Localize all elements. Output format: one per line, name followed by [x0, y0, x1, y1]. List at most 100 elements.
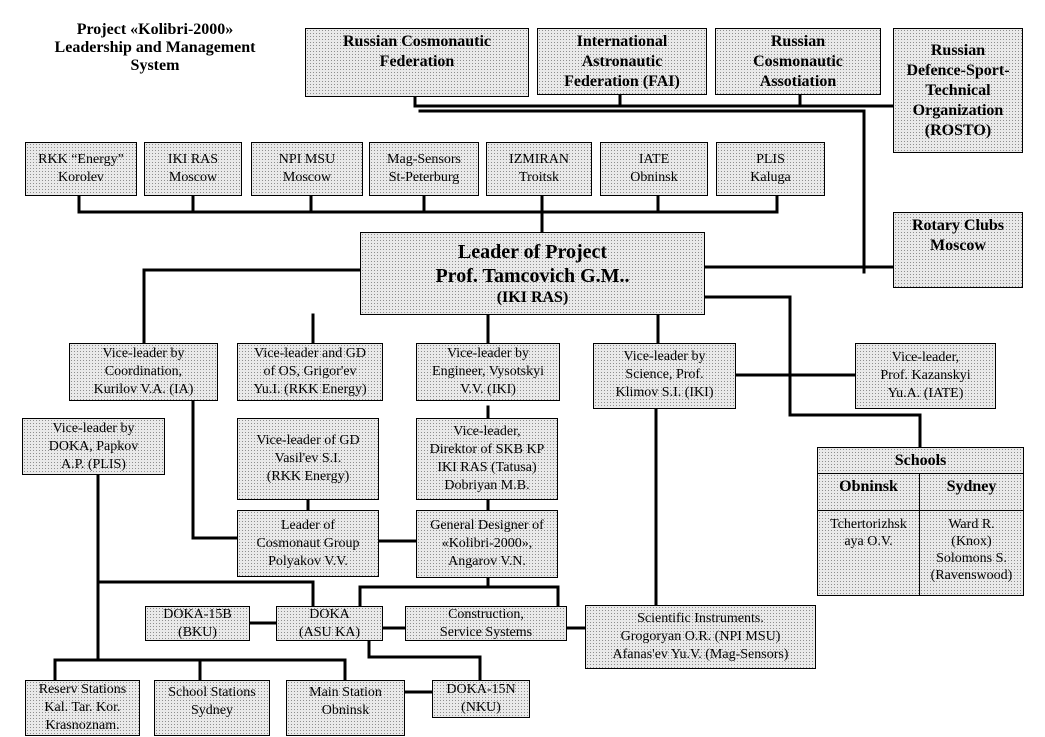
school-stations-line-2: Sydney — [191, 703, 233, 718]
doka15n-line-2: (NKU) — [461, 700, 501, 715]
cosmonaut-line-2: Cosmonaut Group — [256, 535, 360, 551]
rosto-line-2: Defence-Sport- — [906, 61, 1010, 79]
cosmonaut-line-3: Polyakov V.V. — [268, 553, 348, 569]
science-line-1: Vice-leader by — [623, 349, 706, 364]
engineer-line-2: Engineer, Vysotskyi — [432, 364, 544, 379]
plis-line-2: Kaluga — [750, 170, 791, 185]
institute-npi-msu-box: NPI MSU Moscow — [251, 142, 363, 196]
reserv-line-3: Krasnoznam. — [45, 718, 120, 733]
izmiran-line-2: Troitsk — [519, 170, 559, 185]
fai-line-2: Astronautic — [581, 52, 663, 70]
russian-cosmonautic-association-box: Russian Cosmonautic Assotiation — [715, 28, 881, 95]
instruments-line-3: Afanas'ev Yu.V. (Mag-Sensors) — [612, 647, 789, 662]
vice-leader-coordination-box: Vice-leader by Coordination, Kurilov V.A… — [69, 343, 218, 401]
project-leader-box: Leader of Project Prof. Tamcovich G.M.. … — [360, 232, 705, 315]
institute-iki-ras-box: IKI RAS Moscow — [144, 142, 242, 196]
russian-cosmonautic-federation-box: Russian Cosmonautic Federation — [305, 28, 529, 97]
gd-line-1: General Designer of — [430, 518, 544, 533]
fai-line-1: International — [576, 32, 668, 50]
rca-line-2: Cosmonautic — [753, 52, 843, 70]
iate-line-2: Obninsk — [630, 170, 678, 185]
izmiran-line-1: IZMIRAN — [509, 152, 569, 167]
iki-line-2: Moscow — [168, 170, 218, 185]
construction-line-1: Construction, — [448, 606, 524, 622]
construction-line-2: Service Systems — [439, 624, 533, 640]
schools-title: Schools — [894, 452, 947, 469]
scientific-instruments-box: Scientific Instruments. Grogoryan O.R. (… — [585, 605, 816, 669]
cosmonaut-group-leader-box: Leader of Cosmonaut Group Polyakov V.V. — [237, 510, 379, 577]
schools-obninsk-cell: Tchertorizhsk aya O.V. — [818, 511, 920, 595]
construction-service-box: Construction, Service Systems — [405, 606, 567, 641]
iate-line-1: IATE — [638, 152, 670, 167]
mag-line-1: Mag-Sensors — [387, 152, 461, 167]
institute-iate-box: IATE Obninsk — [600, 142, 708, 196]
institute-mag-sensors-box: Mag-Sensors St-Peterburg — [369, 142, 479, 196]
energy-line-2: Korolev — [58, 170, 104, 185]
coord-line-2: Coordination, — [104, 364, 183, 379]
reserv-line-1: Reserv Stations — [38, 682, 127, 697]
vasilev-line-1: Vice-leader of GD — [256, 433, 360, 448]
institute-rkk-energy-box: RKK “Energy” Korolev — [25, 142, 137, 196]
institute-plis-box: PLIS Kaluga — [716, 142, 825, 196]
cosmonaut-line-1: Leader of — [280, 517, 336, 533]
school-stations-line-1: School Stations — [168, 685, 256, 700]
rosto-line-5: (ROSTO) — [924, 121, 992, 139]
rca-line-1: Russian — [770, 32, 826, 50]
kazanskyi-line-2: Prof. Kazanskyi — [880, 368, 971, 383]
skb-line-3: IKI RAS (Tatusa) — [437, 460, 537, 475]
rcf-line-1: Russian Cosmonautic — [342, 33, 492, 50]
coord-line-3: Kurilov V.A. (IA) — [93, 382, 194, 397]
sydney-line-4: (Ravenswood) — [930, 568, 1013, 583]
npi-line-2: Moscow — [282, 170, 332, 185]
rotary-line-1: Rotary Clubs — [911, 217, 1004, 234]
kazanskyi-line-1: Vice-leader, — [891, 350, 960, 365]
sydney-line-1: Ward R. — [948, 517, 995, 532]
doka15n-line-1: DOKA-15N — [446, 682, 516, 697]
doka-vl-line-2: DOKA, Papkov — [48, 438, 139, 454]
gd-line-3: Angarov V.N. — [448, 554, 526, 569]
rcf-line-2: Federation — [379, 53, 455, 70]
doka-15b-box: DOKA-15B (BKU) — [145, 606, 250, 641]
leader-line-2: Prof. Tamcovich G.M.. — [435, 264, 630, 287]
doka-vl-line-3: A.P. (PLIS) — [61, 456, 126, 472]
vice-leader-gd-os-box: Vice-leader and GD of OS, Grigor'ev Yu.I… — [237, 343, 383, 401]
fai-box: International Astronautic Federation (FA… — [537, 28, 707, 95]
science-line-2: Science, Prof. — [625, 367, 704, 382]
reserv-line-2: Kal. Tar. Kor. — [44, 700, 121, 715]
skb-line-2: Direktor of SKB KP — [429, 442, 545, 457]
kazanskyi-line-3: Yu.A. (IATE) — [887, 386, 964, 401]
title-line-2: Leadership and Management — [54, 39, 256, 56]
skb-line-4: Dobriyan M.B. — [444, 478, 530, 493]
main-station-line-1: Main Station — [309, 685, 382, 700]
rosto-box: Russian Defence-Sport- Technical Organiz… — [893, 28, 1023, 153]
gd-os-line-1: Vice-leader and GD — [254, 346, 366, 361]
rotary-clubs-box: Rotary Clubs Moscow — [893, 212, 1023, 288]
leader-line-3: (IKI RAS) — [496, 288, 569, 306]
doka-line-2: (ASU KA) — [298, 624, 361, 640]
gd-line-2: «Kolibri-2000», — [441, 536, 533, 551]
col-sydney: Sydney — [946, 478, 997, 495]
col-obninsk: Obninsk — [839, 478, 898, 495]
vice-leader-vasilev-box: Vice-leader of GD Vasil'ev S.I. (RKK Ene… — [237, 418, 379, 500]
schools-sydney-cell: Ward R. (Knox) Solomons S. (Ravenswood) — [920, 511, 1023, 595]
sydney-line-3: Solomons S. — [936, 551, 1007, 566]
rosto-line-3: Technical — [925, 81, 991, 99]
schools-header: Schools — [818, 448, 1023, 474]
rosto-line-1: Russian — [930, 41, 986, 59]
diagram-title: Project «Kolibri-2000» Leadership and Ma… — [30, 21, 280, 75]
obninsk-line-1: Tchertorizhsk — [830, 517, 907, 532]
schools-col-obninsk-header: Obninsk — [818, 474, 920, 511]
vice-leader-doka-box: Vice-leader by DOKA, Papkov A.P. (PLIS) — [22, 418, 165, 475]
plis-line-1: PLIS — [756, 152, 785, 167]
gd-os-line-2: of OS, Grigor'ev — [263, 364, 357, 379]
schools-col-sydney-header: Sydney — [920, 474, 1023, 511]
rotary-line-2: Moscow — [930, 237, 986, 254]
fai-line-3: Federation (FAI) — [564, 72, 680, 90]
main-station-line-2: Obninsk — [321, 703, 370, 718]
vice-leader-skb-box: Vice-leader, Direktor of SKB KP IKI RAS … — [416, 418, 558, 500]
doka-box: DOKA (ASU KA) — [276, 606, 383, 641]
mag-line-2: St-Peterburg — [388, 170, 460, 185]
obninsk-line-2: aya O.V. — [844, 534, 893, 549]
doka-15n-box: DOKA-15N (NKU) — [432, 680, 530, 718]
